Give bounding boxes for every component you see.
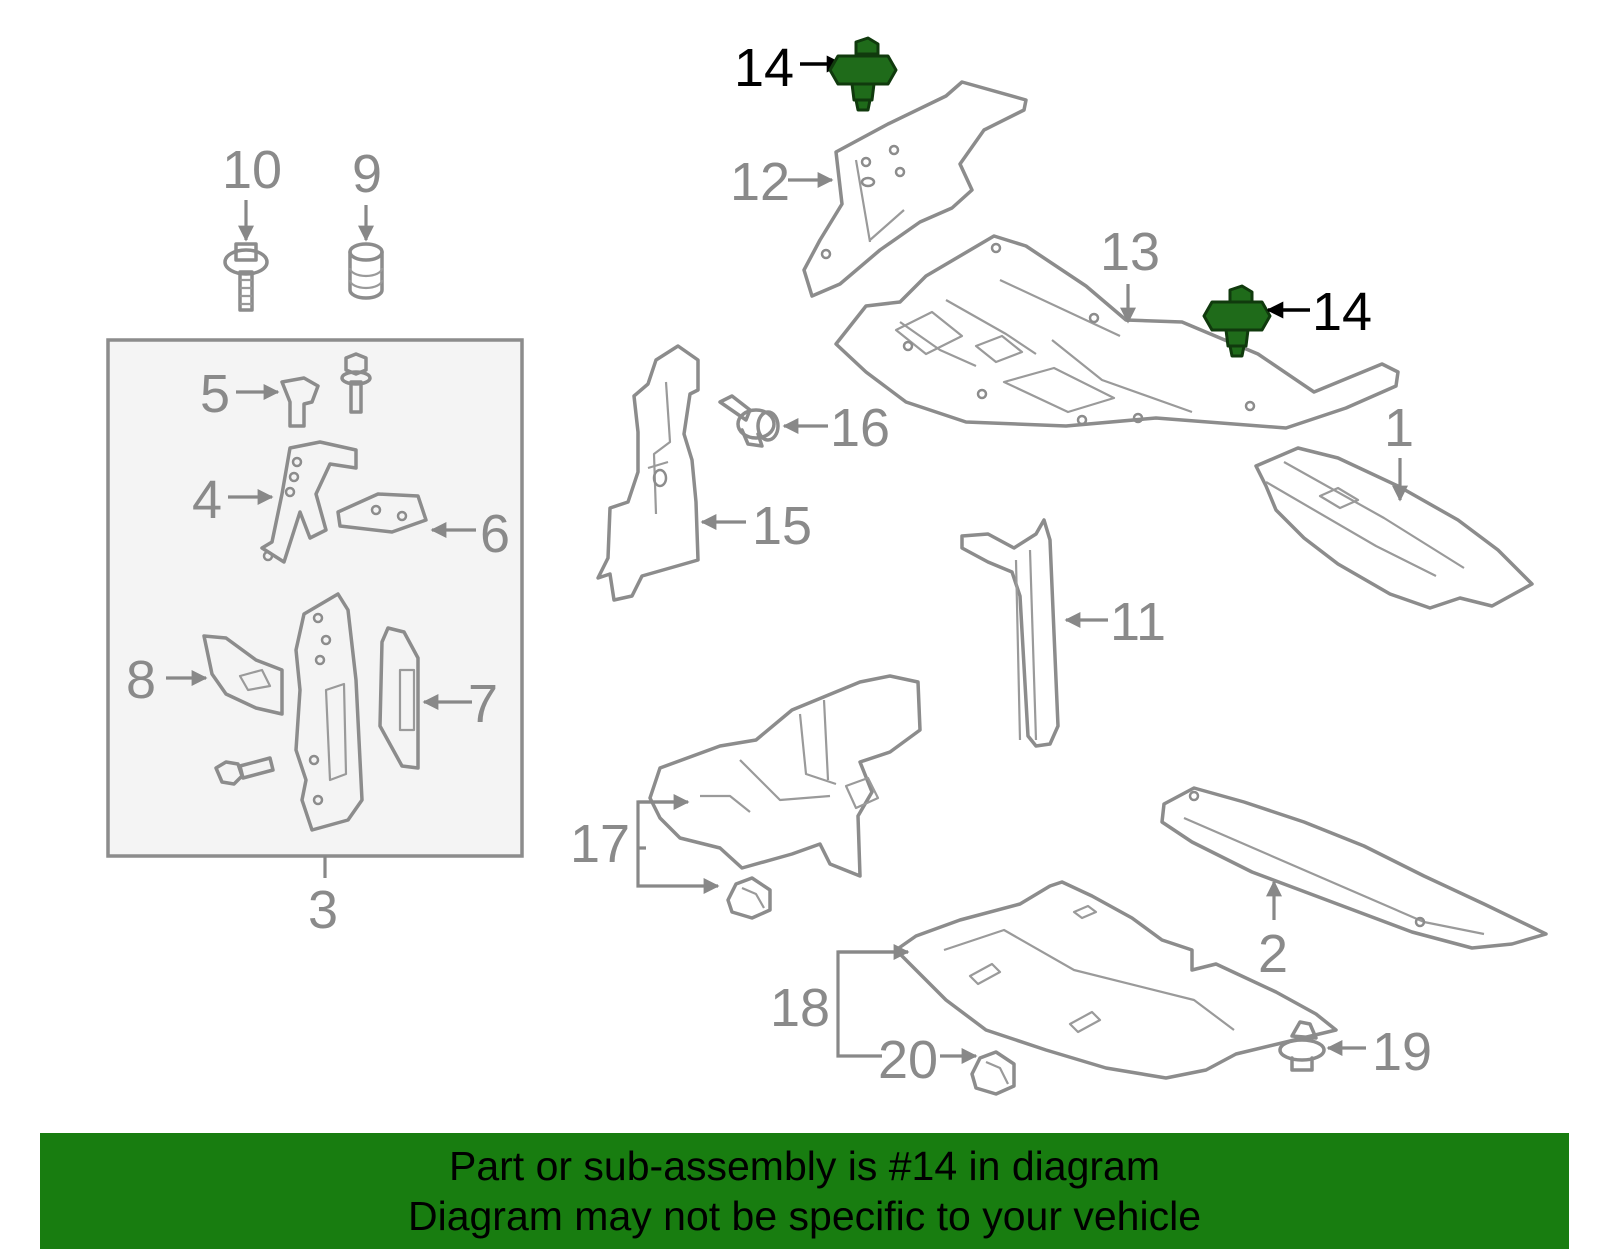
callout-2[interactable]: 2 <box>1258 924 1288 984</box>
callout-11[interactable]: 11 <box>1110 592 1166 652</box>
part-18-undercover[interactable] <box>836 880 1338 1080</box>
part-14-clip-top[interactable] <box>800 36 898 112</box>
part-11-pillar[interactable] <box>960 518 1108 748</box>
part-3-support <box>294 592 364 832</box>
callout-3[interactable]: 3 <box>308 880 338 940</box>
callout-13[interactable]: 13 <box>1100 222 1160 282</box>
part-16-clip[interactable] <box>718 394 828 448</box>
part-4-bracket[interactable] <box>228 440 358 564</box>
box-bolt-lower <box>214 756 275 786</box>
part-9-bushing[interactable] <box>348 205 384 300</box>
part-2-beam[interactable] <box>1160 786 1548 950</box>
callout-7[interactable]: 7 <box>468 674 498 734</box>
part-12-bracket[interactable] <box>788 80 1028 298</box>
callout-5[interactable]: 5 <box>200 364 230 424</box>
part-10-bolt[interactable] <box>223 200 269 312</box>
part-15-panel[interactable] <box>596 344 746 602</box>
info-banner: Part or sub-assembly is #14 in diagram D… <box>40 1133 1569 1249</box>
callout-19[interactable]: 19 <box>1372 1022 1432 1082</box>
callout-12[interactable]: 12 <box>730 152 790 212</box>
part-5-clip[interactable] <box>236 376 320 428</box>
part-8-duct[interactable] <box>166 634 284 716</box>
assembly-box-3 <box>106 338 524 858</box>
callout-15[interactable]: 15 <box>752 496 812 556</box>
callout-16[interactable]: 16 <box>830 398 890 458</box>
callout-20[interactable]: 20 <box>878 1030 938 1090</box>
callout-17[interactable]: 17 <box>570 814 630 874</box>
callout-18[interactable]: 18 <box>770 978 830 1038</box>
part-1-rail[interactable] <box>1254 446 1534 610</box>
callout-1[interactable]: 1 <box>1384 398 1414 458</box>
part-7-panel[interactable] <box>378 626 472 770</box>
callout-9[interactable]: 9 <box>352 144 382 204</box>
part-13-cover[interactable] <box>834 234 1400 430</box>
part-17-bracket[interactable] <box>636 674 922 920</box>
callout-6[interactable]: 6 <box>480 504 510 564</box>
banner-line-1: Part or sub-assembly is #14 in diagram <box>449 1143 1160 1189</box>
callout-8[interactable]: 8 <box>126 650 156 710</box>
part-6-plate[interactable] <box>336 492 476 538</box>
callout-10[interactable]: 10 <box>222 140 282 200</box>
part-14-clip-right[interactable] <box>1202 284 1310 358</box>
callout-4[interactable]: 4 <box>192 470 222 530</box>
part-19-clip[interactable] <box>1278 1020 1366 1072</box>
callout-14-right[interactable]: 14 <box>1312 282 1372 342</box>
part-20-clip[interactable] <box>940 1048 1016 1096</box>
box-bolt <box>340 352 372 414</box>
callout-14-top[interactable]: 14 <box>734 38 794 98</box>
banner-line-2: Diagram may not be specific to your vehi… <box>407 1193 1201 1239</box>
